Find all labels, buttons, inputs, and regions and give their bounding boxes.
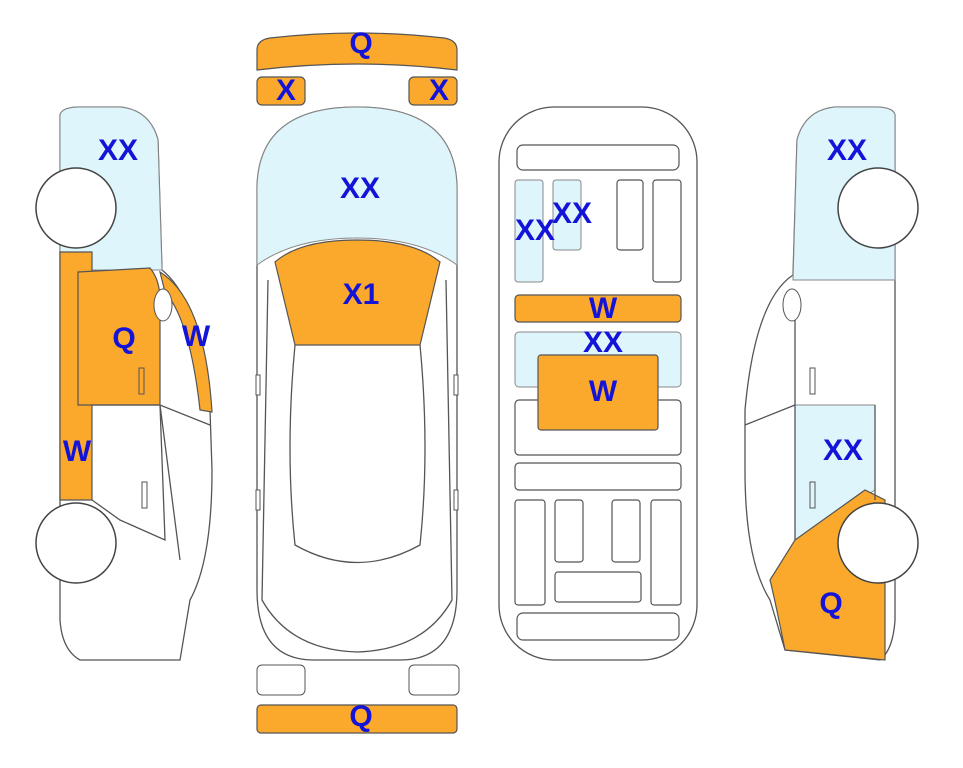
right-quarter-label: Q [819,587,842,620]
right-window-label: XX [827,134,867,167]
interior-panel-label: W [589,375,618,408]
right-side-view: XX XX Q [744,106,919,661]
left-front-wheel [35,167,117,249]
left-pillar-area[interactable] [159,270,213,413]
interior-bar-area[interactable] [514,294,682,323]
rear-left-light[interactable] [256,664,306,696]
rear-bumper-label: Q [349,700,372,733]
front-bumper[interactable] [256,32,458,71]
right-front-wheel [837,167,919,249]
interior-bar-label: W [589,292,618,325]
rear-bumper[interactable] [256,704,458,734]
interior-view: XX XX W XX W [498,106,698,661]
front-right-light-label: X [429,74,449,107]
seat-right-label: XX [552,197,592,230]
rear-window-label: XX [583,326,623,359]
rear-right-light[interactable] [408,664,460,696]
front-right-light[interactable] [408,76,458,106]
left-window-label: XX [98,134,138,167]
hood-area[interactable] [274,239,441,346]
hood-label: X1 [343,278,380,311]
seat-left-label: XX [515,214,555,247]
windshield-area[interactable] [256,106,458,266]
left-pillar-label: W [182,320,211,353]
left-door-label: Q [112,322,135,355]
seat-right-area[interactable] [552,179,582,251]
front-left-light-label: X [276,74,296,107]
front-left-light[interactable] [256,76,306,106]
windshield-label: XX [340,172,380,205]
seat-left-area[interactable] [514,179,544,283]
front-bumper-label: Q [349,27,372,60]
top-view: Q X X XX X1 Q [255,27,460,734]
right-door-label: XX [823,434,863,467]
right-rear-wheel [837,502,919,584]
left-side-view: XX Q W W [35,106,213,661]
left-sill-label: W [63,435,92,468]
left-rear-wheel [35,502,117,584]
interior-panel-area[interactable] [537,354,659,431]
